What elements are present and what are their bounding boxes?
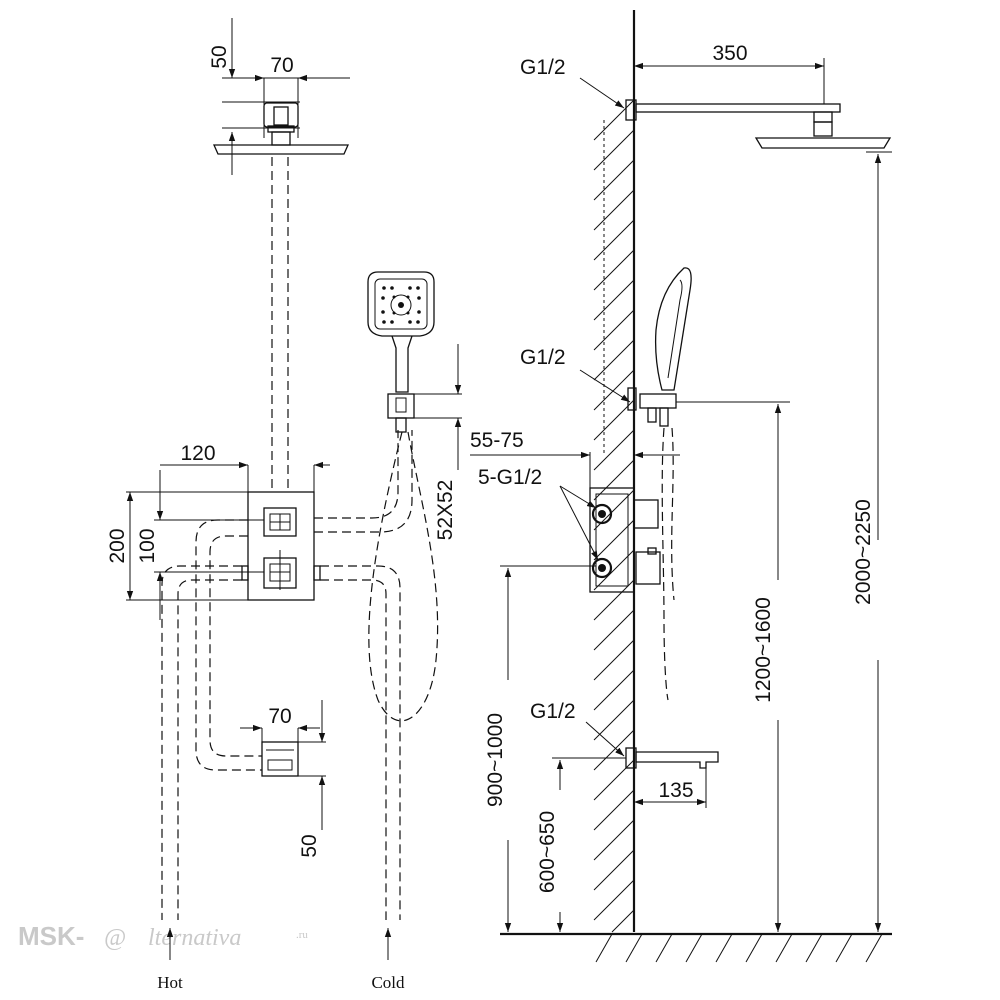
side-hand-shower bbox=[627, 267, 692, 701]
bath-spout bbox=[261, 741, 299, 777]
supply-pipes-right: Cold bbox=[314, 430, 413, 992]
floor bbox=[500, 932, 892, 963]
dim-head-mount-height: 2000~2250 bbox=[852, 151, 892, 932]
front-view: 50 70 bbox=[106, 18, 462, 992]
dim-arm-length: 350 bbox=[633, 42, 825, 104]
dim-holder-label: 52X52 bbox=[434, 480, 457, 541]
hand-shower bbox=[367, 271, 435, 393]
dim-valve-height: 200 100 bbox=[106, 470, 264, 620]
conn-handshower-label: G1/2 bbox=[520, 346, 566, 369]
dim-spout-width-label: 70 bbox=[268, 705, 291, 728]
conn-valve-ports: 5-G1/2 bbox=[478, 466, 599, 561]
dim-holder-mount-height-label: 1200~1600 bbox=[752, 597, 775, 703]
thermostatic-valve bbox=[241, 491, 321, 601]
dim-valve-width-label: 120 bbox=[180, 442, 215, 465]
dim-spout-height: 50 bbox=[298, 700, 326, 858]
conn-spout-label: G1/2 bbox=[530, 700, 576, 723]
conn-overhead: G1/2 bbox=[520, 56, 625, 109]
shower-arm bbox=[625, 99, 841, 137]
dim-valve-height-outer-label: 200 bbox=[106, 528, 129, 563]
cold-label: Cold bbox=[371, 973, 405, 992]
floor-hatching bbox=[595, 933, 883, 963]
dim-holder: 52X52 bbox=[414, 344, 462, 540]
dim-head-height-label: 50 bbox=[208, 45, 231, 68]
dim-arm-length-label: 350 bbox=[712, 42, 747, 65]
hot-label: Hot bbox=[157, 973, 183, 992]
watermark-brand-right: lternativa bbox=[148, 925, 241, 951]
dim-holder-mount-height: 1200~1600 bbox=[676, 401, 790, 932]
wall bbox=[593, 10, 636, 933]
watermark-brand-mark: @ bbox=[104, 925, 126, 951]
watermark-brand-left: MSK- bbox=[18, 921, 84, 951]
dim-spout-width: 70 bbox=[240, 705, 320, 742]
shower-hose bbox=[368, 431, 439, 722]
lower-handle bbox=[263, 550, 297, 590]
riser-pipe bbox=[271, 157, 289, 492]
dim-valve-depth-label: 55-75 bbox=[470, 429, 524, 452]
dim-valve-mount-height: 900~1000 bbox=[484, 565, 596, 932]
dim-head-height: 50 bbox=[208, 18, 350, 175]
dim-valve-height-inner-label: 100 bbox=[136, 528, 159, 563]
dim-spout-height-label: 50 bbox=[298, 834, 321, 857]
dim-spout-length: 135 bbox=[634, 768, 707, 808]
dim-spout-length-label: 135 bbox=[658, 779, 693, 802]
dim-spout-mount-height-label: 600~650 bbox=[536, 811, 559, 893]
dim-valve-width: 120 bbox=[160, 442, 330, 492]
upper-handle bbox=[263, 507, 297, 537]
spray-nozzles bbox=[381, 286, 421, 324]
side-shower-head bbox=[754, 137, 892, 149]
conn-spout: G1/2 bbox=[530, 700, 625, 757]
wall-hatching bbox=[593, 99, 635, 933]
dim-head-mount-height-label: 2000~2250 bbox=[852, 499, 875, 605]
side-spout bbox=[625, 747, 719, 769]
dim-valve-mount-height-label: 900~1000 bbox=[484, 713, 507, 807]
shower-holder bbox=[387, 393, 415, 433]
side-valve bbox=[589, 487, 661, 593]
side-view: 350 G1/2 G1/2 bbox=[470, 10, 892, 963]
watermark-domain-suffix: .ru bbox=[296, 929, 308, 941]
dim-valve-depth: 55-75 bbox=[470, 429, 680, 488]
dim-head-width: 70 bbox=[246, 54, 318, 138]
conn-overhead-label: G1/2 bbox=[520, 56, 566, 79]
conn-handshower: G1/2 bbox=[520, 346, 631, 403]
supply-pipes-left: Hot bbox=[157, 519, 262, 992]
conn-valve-ports-label: 5-G1/2 bbox=[478, 466, 542, 489]
watermark: MSK- @ lternativa .ru bbox=[18, 921, 308, 951]
dim-head-width-label: 70 bbox=[270, 54, 293, 77]
dim-spout-mount-height: 600~650 bbox=[536, 757, 626, 932]
